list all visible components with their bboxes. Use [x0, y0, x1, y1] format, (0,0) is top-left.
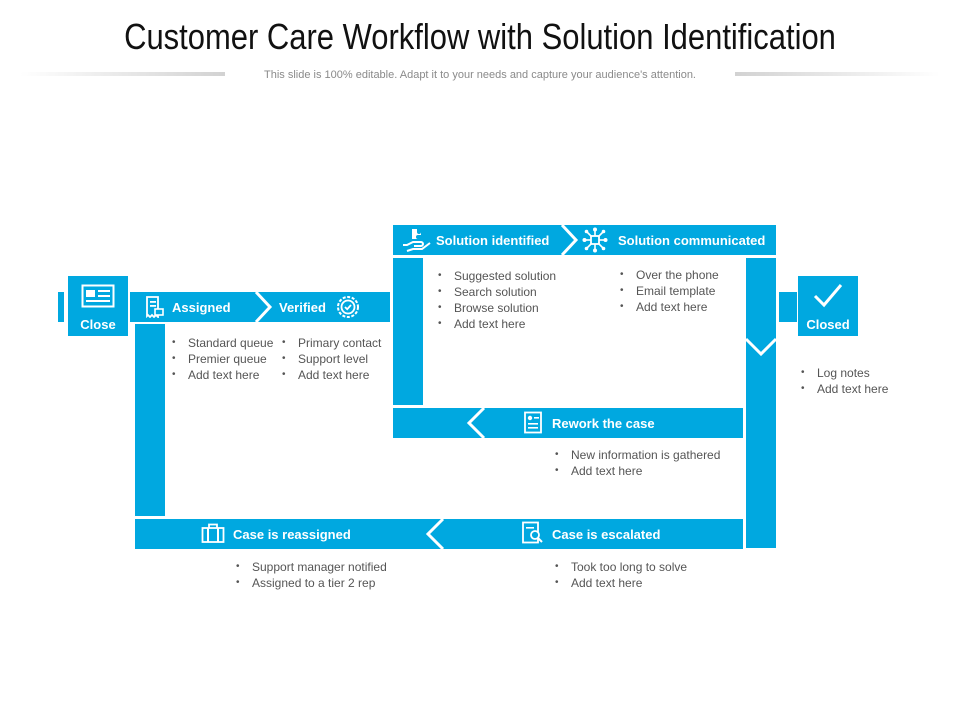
list-item: Support level — [282, 351, 381, 367]
list-item: Email template — [620, 283, 719, 299]
escalated-label: Case is escalated — [552, 527, 661, 542]
close-connector-bar — [58, 292, 64, 322]
chevron-down-right — [744, 337, 778, 357]
list-item: Search solution — [438, 284, 556, 300]
close-label: Close — [80, 317, 116, 332]
document-icon — [524, 411, 542, 434]
list-item: Log notes — [801, 365, 888, 381]
list-item: Took too long to solve — [555, 559, 687, 575]
assigned-label: Assigned — [172, 300, 231, 315]
list-item: Standard queue — [172, 335, 273, 351]
list-item: Add text here — [282, 367, 381, 383]
receipt-icon — [146, 296, 164, 318]
rework-bullet-list: New information is gathered Add text her… — [555, 447, 720, 479]
assigned-bullet-list: Standard queue Premier queue Add text he… — [172, 335, 273, 383]
list-item: New information is gathered — [555, 447, 720, 463]
solution-communicated-label: Solution communicated — [618, 233, 766, 248]
chevron-bottom — [425, 517, 445, 551]
middle-vertical-connector — [393, 258, 423, 405]
list-item: Premier queue — [172, 351, 273, 367]
list-item: Add text here — [438, 316, 556, 332]
title-rule-right — [735, 72, 940, 76]
list-item: Suggested solution — [438, 268, 556, 284]
page-subtitle: This slide is 100% editable. Adapt it to… — [264, 69, 696, 81]
verified-badge-icon — [337, 296, 359, 318]
verified-label: Verified — [279, 300, 326, 315]
closed-label: Closed — [806, 317, 850, 332]
title-rule-left — [20, 72, 225, 76]
chevron-solution — [560, 223, 579, 257]
list-item: Browse solution — [438, 300, 556, 316]
verified-bullet-list: Primary contact Support level Add text h… — [282, 335, 381, 383]
list-item: Over the phone — [620, 267, 719, 283]
page-title: Customer Care Workflow with Solution Ide… — [124, 16, 836, 57]
list-item: Add text here — [801, 381, 888, 397]
chevron-rework — [466, 406, 486, 440]
briefcase-icon — [201, 523, 225, 543]
list-item: Support manager notified — [236, 559, 387, 575]
list-item: Add text here — [620, 299, 719, 315]
list-item: Assigned to a tier 2 rep — [236, 575, 387, 591]
list-item: Add text here — [172, 367, 273, 383]
list-item: Add text here — [555, 463, 720, 479]
id-card-icon — [81, 284, 115, 308]
document-search-icon — [522, 521, 543, 544]
list-item: Primary contact — [282, 335, 381, 351]
solution-identified-bullet-list: Suggested solution Search solution Brows… — [438, 268, 556, 332]
rework-label: Rework the case — [552, 416, 655, 431]
closed-connector-bar — [779, 292, 797, 322]
list-item: Add text here — [555, 575, 687, 591]
closed-node: Closed — [798, 276, 858, 336]
network-icon — [582, 227, 608, 253]
right-vertical-connector — [746, 258, 776, 548]
rework-bar — [393, 408, 743, 438]
left-vertical-connector — [135, 324, 165, 516]
closed-bullet-list: Log notes Add text here — [801, 365, 888, 397]
solution-communicated-bullet-list: Over the phone Email template Add text h… — [620, 267, 719, 315]
reassigned-bullet-list: Support manager notified Assigned to a t… — [236, 559, 387, 591]
solution-identified-label: Solution identified — [436, 233, 550, 248]
close-node: Close — [68, 276, 128, 336]
chevron-assigned-verified — [254, 290, 273, 324]
checkmark-icon — [813, 284, 843, 308]
reassigned-label: Case is reassigned — [233, 527, 351, 542]
escalated-bullet-list: Took too long to solve Add text here — [555, 559, 687, 591]
hand-puzzle-icon — [403, 229, 431, 252]
